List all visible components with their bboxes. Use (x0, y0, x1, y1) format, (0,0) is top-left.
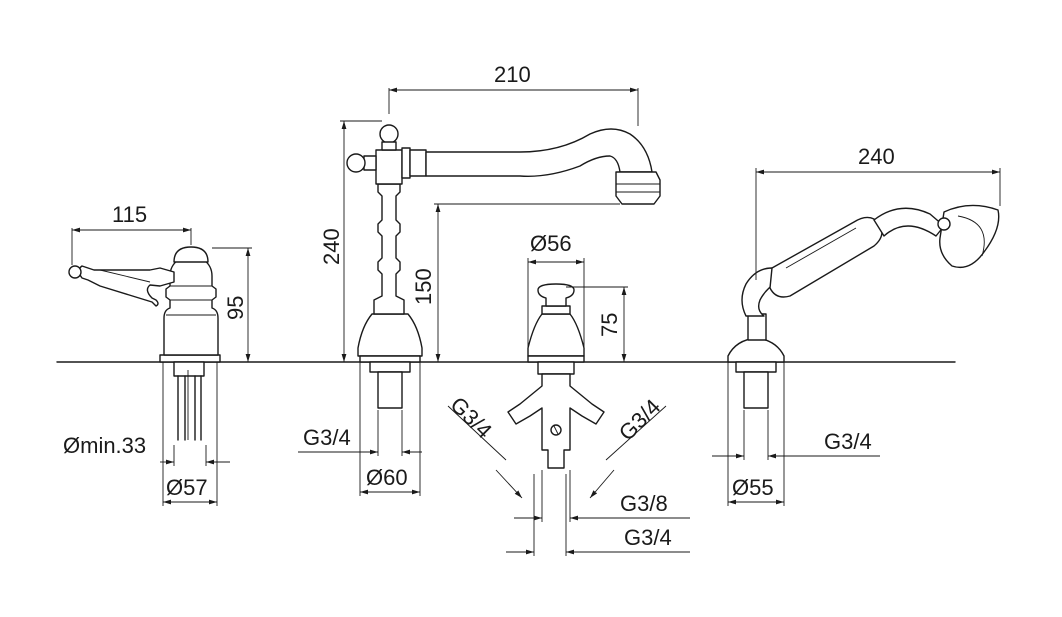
lever-dimensions: 115 95 Ømin.33 Ø57 (63, 202, 252, 506)
spout-dimensions: 210 240 150 G3/4 Ø60 (298, 62, 639, 496)
dim-spout-height-total: 240 (319, 228, 344, 265)
dim-spout-outlet-height: 150 (411, 268, 436, 305)
dim-diverter-thread-g34: G3/4 (624, 525, 672, 550)
dim-shower-thread: G3/4 (824, 429, 872, 454)
dim-diverter-thread-g38: G3/8 (620, 491, 668, 516)
dim-diverter-thread-left: G3/4 (445, 392, 496, 443)
diverter (507, 283, 605, 469)
dim-lever-width: 115 (112, 202, 147, 227)
dim-lever-hole-min: Ømin.33 (63, 433, 146, 458)
dim-lever-height: 95 (223, 296, 248, 320)
spout-faucet (346, 124, 661, 409)
dim-spout-thread: G3/4 (303, 425, 351, 450)
dim-diverter-cap: Ø56 (530, 231, 572, 256)
hand-shower (727, 204, 1000, 409)
dim-diverter-height: 75 (597, 313, 622, 337)
dim-lever-base: Ø57 (166, 475, 208, 500)
lever-mixer (68, 246, 221, 441)
dim-spout-reach: 210 (494, 62, 531, 87)
dim-shower-base: Ø55 (732, 475, 774, 500)
dim-shower-length: 240 (858, 144, 895, 169)
shower-dimensions: 240 G3/4 Ø55 (712, 144, 1001, 506)
dim-spout-base: Ø60 (366, 465, 408, 490)
dim-diverter-thread-right: G3/4 (614, 394, 665, 445)
